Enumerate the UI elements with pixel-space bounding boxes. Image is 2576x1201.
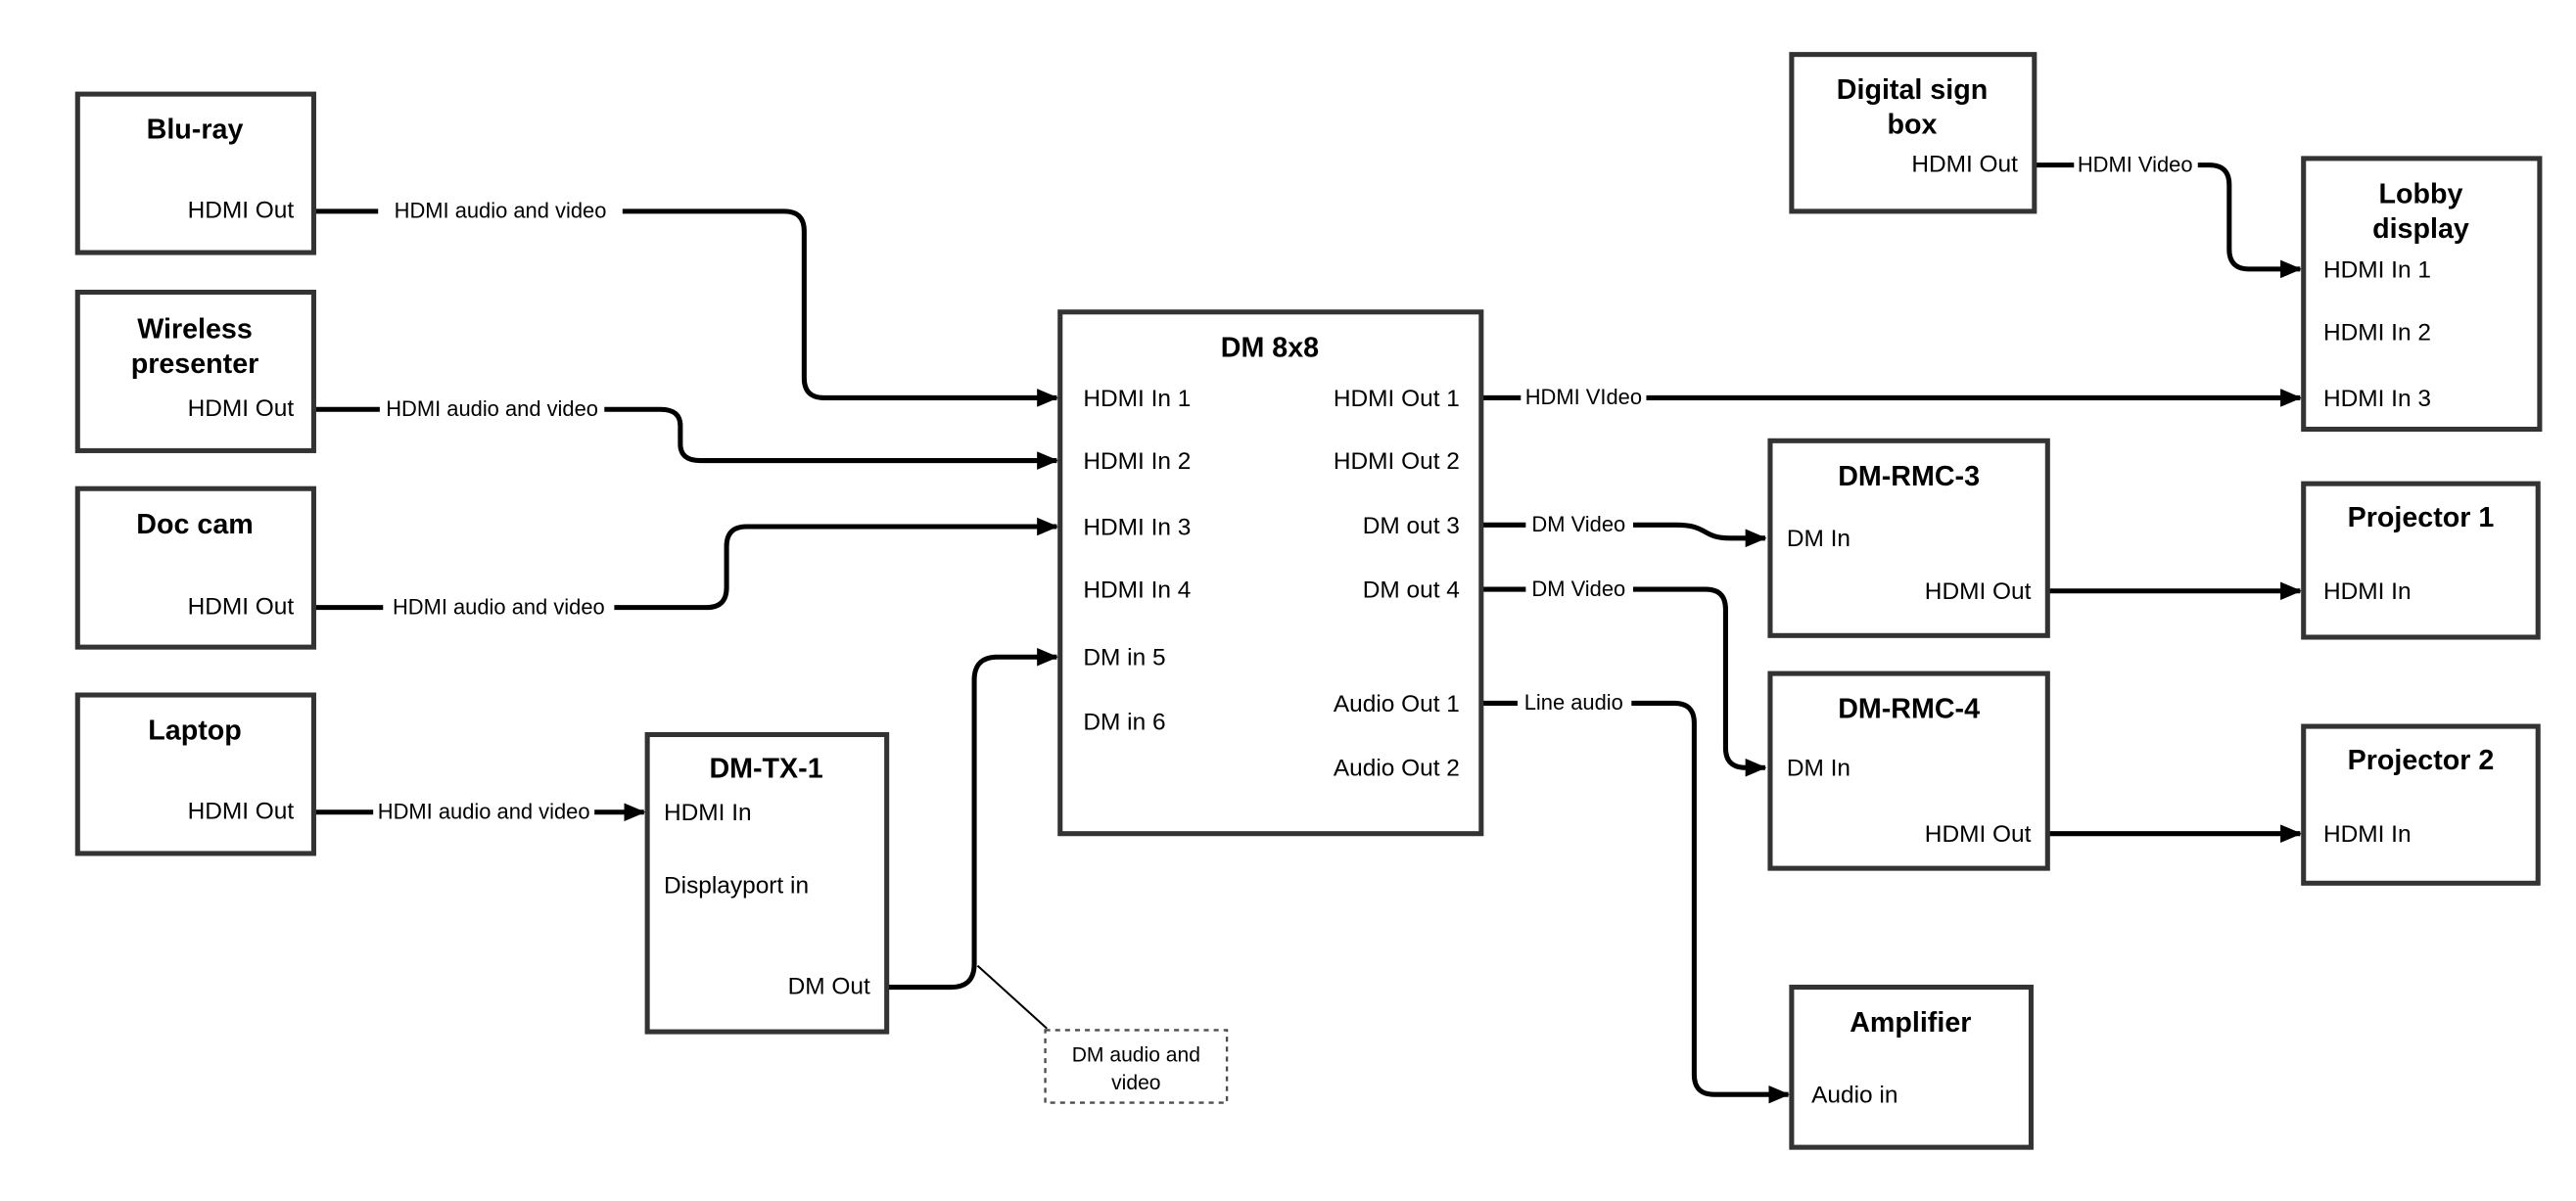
proj1-port-hdmi-in: HDMI In bbox=[2323, 578, 2412, 605]
edge-laptop-label: HDMI audio and video bbox=[378, 800, 590, 824]
edge-wireless-seg2 bbox=[604, 406, 1059, 470]
edge-wireless-label: HDMI audio and video bbox=[386, 396, 598, 421]
wireless-box bbox=[74, 289, 316, 453]
proj2-port-hdmi-in: HDMI In bbox=[2323, 821, 2412, 848]
edge-audioout1-label: Line audio bbox=[1524, 690, 1623, 715]
dm8x8-port-hdmi-in-2: HDMI In 2 bbox=[1083, 448, 1191, 475]
edge-dmtx1-dmout bbox=[886, 647, 1059, 991]
signbox-title-line1: Digital sign bbox=[1837, 74, 1988, 106]
rmc4-title: DM-RMC-4 bbox=[1838, 694, 1980, 725]
rmc3-port-dm-in: DM In bbox=[1787, 526, 1850, 552]
rmc3-box bbox=[1767, 438, 2050, 638]
edge-dmout3-label: DM Video bbox=[1531, 512, 1625, 536]
edge-dmout3-seg2 bbox=[1632, 522, 1767, 548]
doccam-box bbox=[74, 485, 316, 650]
rmc4-port-dm-in: DM In bbox=[1787, 756, 1850, 782]
dm8x8-port-hdmi-in-4: HDMI In 4 bbox=[1083, 577, 1191, 604]
node-dmtx1: DM-TX-1 HDMI In Displayport in DM Out bbox=[644, 731, 890, 1035]
dm8x8-title: DM 8x8 bbox=[1221, 332, 1319, 363]
doccam-title: Doc cam bbox=[136, 509, 253, 540]
dmtx1-port-hdmi-in: HDMI In bbox=[664, 800, 752, 826]
node-laptop: Laptop HDMI Out bbox=[74, 692, 316, 856]
dm8x8-port-audio-out-2: Audio Out 2 bbox=[1334, 756, 1460, 782]
dmtx1-port-displayport-in: Displayport in bbox=[664, 872, 809, 899]
edge-doccam-seg2 bbox=[614, 517, 1059, 611]
dm8x8-port-hdmi-in-1: HDMI In 1 bbox=[1083, 386, 1191, 412]
dmtx1-port-dm-out: DM Out bbox=[788, 973, 870, 999]
dmtx1-box bbox=[644, 731, 890, 1035]
node-doccam: Doc cam HDMI Out bbox=[74, 485, 316, 650]
annotation-line2: video bbox=[1111, 1072, 1160, 1094]
annotation-dm-audio-video: DM audio and video bbox=[1044, 1029, 1229, 1104]
rmc3-title: DM-RMC-3 bbox=[1838, 461, 1980, 492]
bluray-title: Blu-ray bbox=[147, 115, 244, 146]
dm8x8-port-hdmi-out-1: HDMI Out 1 bbox=[1334, 386, 1460, 412]
annotation-leader-line bbox=[976, 964, 1048, 1030]
edge-dmout4-seg2 bbox=[1632, 586, 1767, 777]
amp-title: Amplifier bbox=[1850, 1007, 1971, 1039]
edge-doccam-label: HDMI audio and video bbox=[393, 594, 605, 619]
lobby-port-hdmi-in-3: HDMI In 3 bbox=[2323, 386, 2431, 412]
amp-port-audio-in: Audio in bbox=[1811, 1083, 1897, 1109]
signbox-port-hdmi-out: HDMI Out bbox=[1911, 151, 2018, 177]
rmc3-port-hdmi-out: HDMI Out bbox=[1925, 578, 2032, 605]
node-projector-1: Projector 1 HDMI In bbox=[2301, 481, 2541, 640]
node-bluray: Blu-ray HDMI Out bbox=[74, 91, 316, 255]
proj1-box bbox=[2301, 481, 2541, 640]
dm8x8-port-audio-out-1: Audio Out 1 bbox=[1334, 691, 1460, 717]
bluray-port-hdmi-out: HDMI Out bbox=[188, 198, 295, 224]
dm8x8-port-dm-out-4: DM out 4 bbox=[1363, 577, 1460, 604]
dm8x8-port-hdmi-in-3: HDMI In 3 bbox=[1083, 514, 1191, 540]
annotation-line1: DM audio and bbox=[1072, 1043, 1200, 1066]
rmc4-port-hdmi-out: HDMI Out bbox=[1925, 821, 2032, 848]
edges: HDMI audio and video HDMI audio and vide… bbox=[313, 152, 2303, 1104]
wireless-title-line1: Wireless bbox=[137, 314, 253, 346]
dm8x8-port-dm-in-5: DM in 5 bbox=[1083, 645, 1165, 671]
doccam-port-hdmi-out: HDMI Out bbox=[188, 593, 295, 620]
dm8x8-port-dm-in-6: DM in 6 bbox=[1083, 709, 1165, 735]
edge-hdmiout1-label: HDMI VIdeo bbox=[1525, 385, 1642, 409]
edge-signbox-seg2 bbox=[2197, 162, 2303, 279]
edge-signbox-label: HDMI Video bbox=[2078, 152, 2193, 176]
amp-box bbox=[1789, 985, 2034, 1150]
bluray-box bbox=[74, 91, 316, 255]
node-digital-sign-box: Digital sign box HDMI Out bbox=[1789, 52, 2037, 214]
dmtx1-title: DM-TX-1 bbox=[709, 753, 822, 784]
edge-dmout4-label: DM Video bbox=[1531, 577, 1625, 601]
lobby-title-line1: Lobby bbox=[2378, 178, 2462, 209]
rmc4-box bbox=[1767, 670, 2050, 871]
lobby-port-hdmi-in-2: HDMI In 2 bbox=[2323, 319, 2431, 346]
proj1-title: Projector 1 bbox=[2348, 502, 2495, 533]
node-wireless-presenter: Wireless presenter HDMI Out bbox=[74, 289, 316, 453]
node-dm8x8: DM 8x8 HDMI In 1 HDMI In 2 HDMI In 3 HDM… bbox=[1057, 309, 1484, 837]
edge-audioout1-seg2 bbox=[1631, 700, 1791, 1104]
laptop-port-hdmi-out: HDMI Out bbox=[188, 799, 295, 825]
node-lobby-display: Lobby display HDMI In 1 HDMI In 2 HDMI I… bbox=[2301, 156, 2543, 433]
proj2-title: Projector 2 bbox=[2348, 745, 2495, 776]
annotation-box bbox=[1044, 1029, 1229, 1104]
laptop-title: Laptop bbox=[148, 716, 242, 747]
proj2-box bbox=[2301, 723, 2541, 886]
dm8x8-box bbox=[1057, 309, 1484, 837]
signbox-title-line2: box bbox=[1888, 110, 1938, 141]
laptop-box bbox=[74, 692, 316, 856]
edge-bluray-seg2 bbox=[622, 208, 1059, 407]
signbox-box bbox=[1789, 52, 2037, 214]
wireless-port-hdmi-out: HDMI Out bbox=[188, 395, 295, 422]
node-dm-rmc-3: DM-RMC-3 DM In HDMI Out bbox=[1767, 438, 2050, 638]
lobby-box bbox=[2301, 156, 2543, 433]
wireless-title-line2: presenter bbox=[131, 348, 259, 380]
node-dm-rmc-4: DM-RMC-4 DM In HDMI Out bbox=[1767, 670, 2050, 871]
lobby-port-hdmi-in-1: HDMI In 1 bbox=[2323, 256, 2431, 283]
lobby-title-line2: display bbox=[2372, 213, 2469, 245]
dm8x8-port-hdmi-out-2: HDMI Out 2 bbox=[1334, 448, 1460, 475]
node-projector-2: Projector 2 HDMI In bbox=[2301, 723, 2541, 886]
edge-bluray-label: HDMI audio and video bbox=[395, 199, 607, 223]
dm8x8-port-dm-out-3: DM out 3 bbox=[1363, 513, 1460, 539]
node-amplifier: Amplifier Audio in bbox=[1789, 985, 2034, 1150]
